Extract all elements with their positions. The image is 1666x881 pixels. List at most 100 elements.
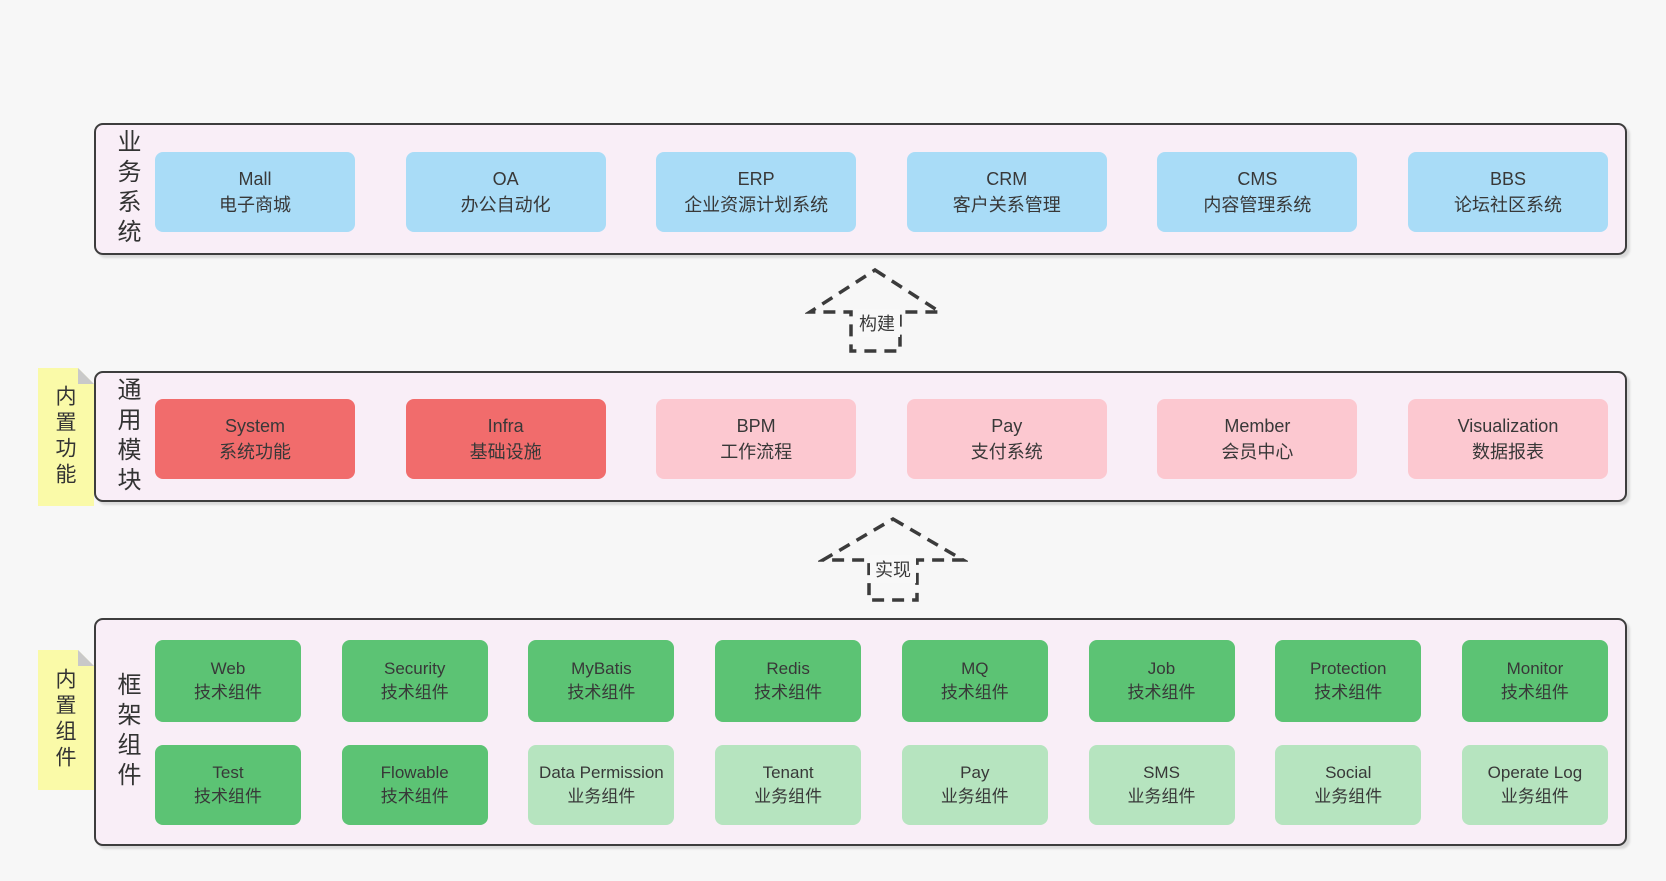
sticky-note-shape [38, 650, 94, 790]
box-subtitle: 系统功能 [219, 442, 291, 462]
band-business-systems: 业务系统 Mall 电子商城 OA 办公自动化 ERP 企业资源计划系统 CRM… [94, 123, 1627, 255]
box-title: Security [383, 659, 446, 679]
band-common-modules: 通用模块 System 系统功能 Infra 基础设施 BPM 工作流程 Pay… [94, 371, 1627, 502]
arrow-implement-label: 实现 [870, 555, 916, 583]
box-member: Member 会员中心 [1157, 399, 1358, 479]
box-title: Flowable [380, 763, 449, 783]
box-subtitle: 数据报表 [1471, 442, 1544, 462]
box-title: Web [210, 659, 246, 679]
box-title: CRM [986, 168, 1028, 189]
box-title: Test [212, 763, 244, 783]
box-title: MQ [961, 659, 989, 679]
box-subtitle: 业务组件 [1127, 787, 1196, 806]
box-subtitle: 技术组件 [380, 787, 449, 806]
box-subtitle: 支付系统 [970, 442, 1043, 462]
box-visualization: Visualization 数据报表 [1407, 399, 1608, 479]
sticky-note-shape [38, 368, 94, 506]
box-subtitle: 技术组件 [754, 683, 823, 702]
box-crm: CRM 客户关系管理 [906, 152, 1107, 232]
box-web: Web 技术组件 [155, 640, 301, 722]
box-bpm: BPM 工作流程 [656, 399, 857, 479]
box-subtitle: 电子商城 [219, 195, 291, 215]
box-subtitle: 业务组件 [940, 787, 1009, 806]
box-title: OA [492, 168, 519, 189]
box-operate-log: Operate Log 业务组件 [1461, 745, 1608, 825]
box-subtitle: 技术组件 [380, 683, 449, 702]
framework-components-row-2: Test 技术组件 Flowable 技术组件 Data Permission … [155, 745, 1608, 825]
tag-built-in-components: 内置组件 [38, 650, 94, 790]
box-title: Social [1325, 763, 1372, 783]
box-title: Protection [1309, 659, 1387, 679]
box-title: Operate Log [1487, 763, 1583, 783]
box-job: Job 技术组件 [1088, 640, 1235, 722]
box-title: MyBatis [571, 659, 632, 679]
box-subtitle: 业务组件 [1314, 787, 1383, 806]
box-bbs: BBS 论坛社区系统 [1407, 152, 1608, 232]
tag-built-in-components-label: 内置组件 [53, 668, 76, 772]
tag-built-in-features: 内置功能 [38, 368, 94, 506]
box-subtitle: 技术组件 [940, 683, 1009, 702]
box-title: Pay [960, 763, 990, 783]
box-subtitle: 业务组件 [567, 787, 636, 806]
box-infra: Infra 基础设施 [405, 399, 606, 479]
box-mq: MQ 技术组件 [901, 640, 1048, 722]
box-title: Infra [487, 415, 524, 436]
box-title: Visualization [1457, 415, 1559, 436]
box-subtitle: 内容管理系统 [1203, 195, 1312, 215]
box-subtitle: 技术组件 [194, 683, 262, 702]
box-subtitle: 基础设施 [469, 442, 542, 462]
box-erp: ERP 企业资源计划系统 [656, 152, 857, 232]
box-redis: Redis 技术组件 [715, 640, 862, 722]
box-sms: SMS 业务组件 [1088, 745, 1235, 825]
box-subtitle: 论坛社区系统 [1453, 195, 1562, 215]
box-social: Social 业务组件 [1275, 745, 1422, 825]
box-title: Tenant [762, 763, 814, 783]
up-arrow-icon [804, 267, 946, 353]
band-framework-components: 框架组件 Web 技术组件 Security 技术组件 MyBatis 技术组件… [94, 618, 1627, 846]
box-tenant: Tenant 业务组件 [715, 745, 862, 825]
box-title: Data Permission [539, 763, 664, 783]
box-title: Mall [238, 168, 272, 189]
box-title: SMS [1143, 763, 1180, 783]
box-subtitle: 业务组件 [1500, 787, 1569, 806]
box-subtitle: 技术组件 [1314, 683, 1383, 702]
box-title: Pay [991, 415, 1023, 436]
box-title: Monitor [1506, 659, 1564, 679]
box-title: BBS [1489, 168, 1526, 189]
box-pay-component: Pay 业务组件 [901, 745, 1048, 825]
box-data-permission: Data Permission 业务组件 [528, 745, 675, 825]
box-subtitle: 技术组件 [567, 683, 636, 702]
box-subtitle: 技术组件 [194, 787, 262, 806]
box-title: BPM [736, 415, 776, 436]
box-title: ERP [737, 168, 775, 189]
box-pay-system: Pay 支付系统 [906, 399, 1107, 479]
band-label-framework-components: 框架组件 [113, 672, 140, 792]
arrow-build-label: 构建 [854, 309, 900, 337]
box-test: Test 技术组件 [155, 745, 301, 825]
framework-components-row-1: Web 技术组件 Security 技术组件 MyBatis 技术组件 Redi… [155, 640, 1608, 722]
box-subtitle: 客户关系管理 [952, 195, 1061, 215]
box-security: Security 技术组件 [341, 640, 488, 722]
box-subtitle: 企业资源计划系统 [684, 195, 829, 215]
up-arrow-icon [816, 516, 970, 602]
box-mybatis: MyBatis 技术组件 [528, 640, 675, 722]
box-subtitle: 业务组件 [754, 787, 823, 806]
box-subtitle: 工作流程 [720, 442, 793, 462]
box-subtitle: 技术组件 [1127, 683, 1196, 702]
box-subtitle: 技术组件 [1500, 683, 1569, 702]
box-subtitle: 办公自动化 [460, 195, 551, 215]
box-cms: CMS 内容管理系统 [1157, 152, 1358, 232]
box-monitor: Monitor 技术组件 [1461, 640, 1608, 722]
band-label-business-systems: 业务系统 [113, 129, 140, 249]
box-title: CMS [1237, 168, 1278, 189]
arrow-implement: 实现 [816, 514, 970, 611]
box-flowable: Flowable 技术组件 [341, 745, 488, 825]
box-title: Job [1147, 659, 1176, 679]
box-protection: Protection 技术组件 [1275, 640, 1422, 722]
box-title: System [224, 415, 285, 436]
box-title: Member [1224, 415, 1291, 436]
box-mall: Mall 电子商城 [155, 152, 355, 232]
band-label-common-modules: 通用模块 [113, 376, 140, 497]
business-systems-row: Mall 电子商城 OA 办公自动化 ERP 企业资源计划系统 CRM 客户关系… [155, 152, 1608, 232]
box-title: Redis [766, 659, 810, 679]
